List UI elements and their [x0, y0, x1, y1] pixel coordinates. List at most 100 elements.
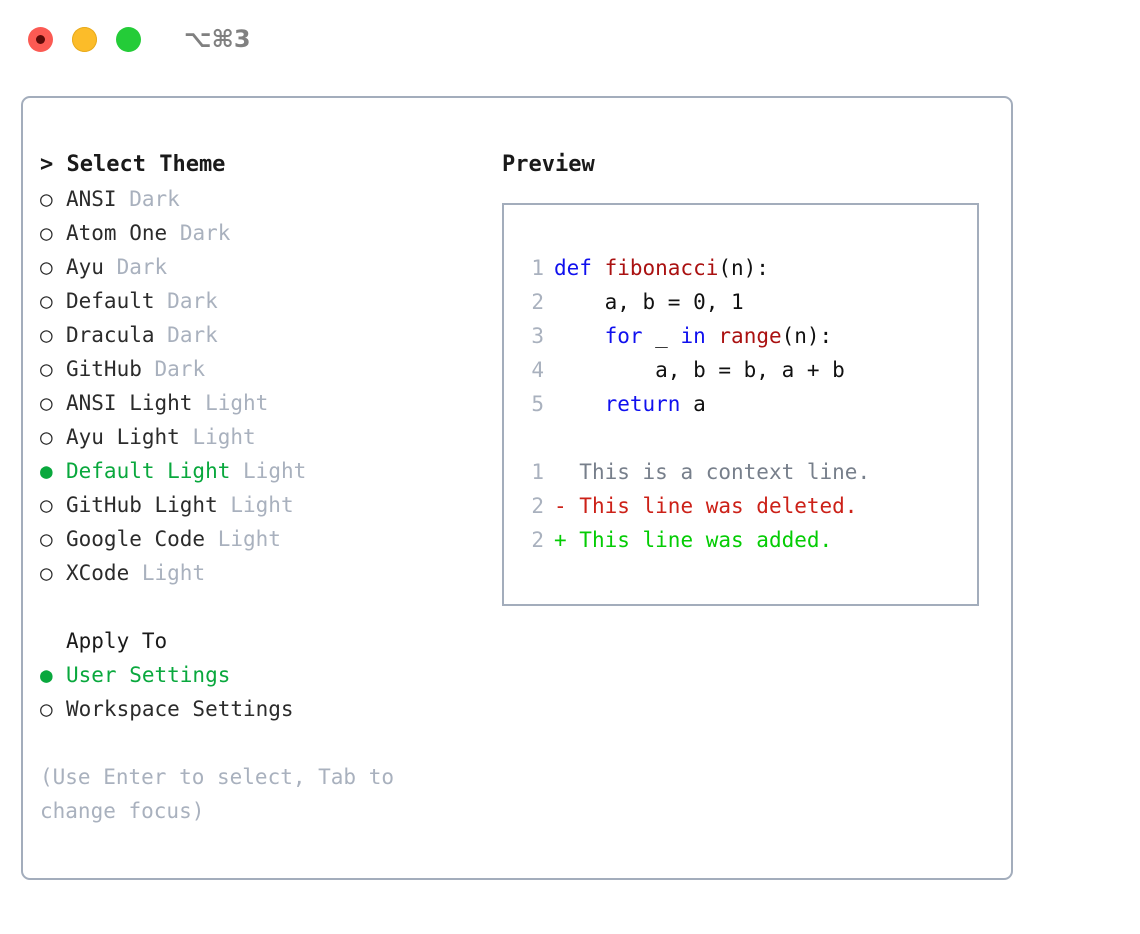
- radio-unselected-icon: ○: [40, 187, 53, 211]
- line-number: 1: [531, 256, 544, 280]
- diff-line: 2 + This line was added.: [518, 523, 971, 557]
- diff-block: 1 This is a context line.2- This line wa…: [518, 455, 971, 557]
- code-token: return: [604, 392, 681, 416]
- line-number: 4: [531, 358, 544, 382]
- close-button[interactable]: [28, 26, 53, 52]
- theme-name: Default Light: [66, 459, 231, 483]
- theme-list-heading: > Select Theme: [40, 152, 226, 177]
- line-number: 1: [531, 460, 544, 484]
- window-controls: [28, 26, 141, 52]
- code-token: _: [642, 324, 681, 348]
- theme-list-item[interactable]: ○Ayu Dark: [40, 250, 480, 284]
- theme-category-badge: Dark: [116, 255, 168, 279]
- code-token: [706, 324, 719, 348]
- line-number: 3: [531, 324, 544, 348]
- theme-list-item[interactable]: ○ANSI Dark: [40, 182, 480, 216]
- apply-to-item[interactable]: ○ Workspace Settings: [40, 692, 480, 726]
- diff-line: 2- This line was deleted.: [518, 489, 971, 523]
- diff-sign: [554, 460, 567, 484]
- preview-heading: Preview: [502, 152, 595, 177]
- window-titlebar: ⌥⌘3: [0, 0, 1140, 78]
- theme-list-item[interactable]: ●Default Light Light: [40, 454, 480, 488]
- code-token: in: [680, 324, 706, 348]
- theme-list-item[interactable]: ○ Default Dark: [40, 284, 480, 318]
- theme-name: Ayu Light: [66, 425, 180, 449]
- theme-list-item[interactable]: ○ Dracula Dark: [40, 318, 480, 352]
- minimize-button[interactable]: [72, 26, 97, 52]
- code-token: def: [554, 256, 605, 280]
- radio-unselected-icon: ○: [40, 323, 53, 347]
- theme-category-badge: Light: [205, 391, 269, 415]
- theme-list-item[interactable]: ○GitHub Light Light: [40, 488, 480, 522]
- diff-text: This line was added.: [566, 528, 833, 552]
- code-diff-gap: [518, 421, 971, 455]
- line-number: 2: [531, 494, 544, 518]
- code-token: [554, 392, 605, 416]
- diff-line: 1 This is a context line.: [518, 455, 971, 489]
- apply-to-item-label: Workspace Settings: [66, 697, 294, 721]
- theme-name: Ayu: [66, 255, 104, 279]
- theme-list-item[interactable]: ○ANSI Light Light: [40, 386, 480, 420]
- radio-unselected-icon: ○: [40, 493, 53, 517]
- code-token: for: [604, 324, 643, 348]
- radio-unselected-icon: ○: [40, 221, 53, 245]
- theme-category-badge: Dark: [154, 357, 206, 381]
- theme-name: GitHub: [66, 357, 142, 381]
- theme-category-badge: Light: [217, 527, 281, 551]
- theme-name: XCode: [66, 561, 130, 585]
- radio-unselected-icon: ○: [40, 697, 53, 721]
- theme-name: ANSI: [66, 187, 117, 211]
- theme-name: Default: [66, 289, 155, 313]
- diff-text: This is a context line.: [566, 460, 871, 484]
- theme-name: Atom One: [66, 221, 168, 245]
- code-token: [554, 324, 605, 348]
- theme-name: Dracula: [66, 323, 155, 347]
- radio-unselected-icon: ○: [40, 391, 53, 415]
- theme-list-item[interactable]: ○ Google Code Light: [40, 522, 480, 556]
- theme-list-item[interactable]: ○XCode Light: [40, 556, 480, 590]
- theme-category-badge: Dark: [167, 323, 218, 347]
- theme-category-badge: Dark: [167, 289, 218, 313]
- radio-unselected-icon: ○: [40, 527, 53, 551]
- theme-list: ○ANSI Dark○Atom One Dark○Ayu Dark○Defaul…: [40, 182, 480, 590]
- radio-selected-icon: ●: [40, 663, 53, 687]
- line-number: 2: [531, 528, 544, 552]
- code-line: 4 a, b = b, a + b: [518, 353, 971, 387]
- theme-name: Google Code: [66, 527, 206, 551]
- theme-list-item[interactable]: ○Atom One Dark: [40, 216, 480, 250]
- code-token: (n):: [781, 324, 833, 348]
- zoom-button[interactable]: [116, 26, 141, 52]
- apply-to-list: ●User Settings ○ Workspace Settings: [40, 658, 480, 726]
- apply-to-label: Apply To: [66, 629, 168, 653]
- list-spacer: [40, 590, 480, 624]
- theme-category-badge: Light: [192, 425, 256, 449]
- keyboard-shortcut-label: ⌥⌘3: [184, 25, 251, 53]
- code-token: range: [718, 324, 782, 348]
- diff-sign: +: [554, 528, 567, 552]
- line-number: 2: [531, 290, 544, 314]
- close-button-dot: [36, 34, 45, 44]
- radio-unselected-icon: ○: [40, 357, 53, 381]
- radio-unselected-icon: ○: [40, 289, 53, 313]
- line-number: 5: [531, 392, 544, 416]
- code-token: a, b = b, a + b: [554, 358, 845, 382]
- theme-picker-dialog: > Select Theme ○ANSI Dark○Atom One Dark○…: [21, 96, 1013, 880]
- theme-category-badge: Light: [230, 493, 294, 517]
- code-line: 3 for _ in range(n):: [518, 319, 971, 353]
- radio-selected-icon: ●: [40, 459, 53, 483]
- theme-list-item[interactable]: ○ GitHub Dark: [40, 352, 480, 386]
- code-token: a: [680, 392, 706, 416]
- theme-list-panel: > Select Theme ○ANSI Dark○Atom One Dark○…: [40, 148, 480, 828]
- diff-text: This line was deleted.: [566, 494, 858, 518]
- theme-list-item[interactable]: ○ Ayu Light Light: [40, 420, 480, 454]
- diff-sign: -: [554, 494, 567, 518]
- code-line: 5 return a: [518, 387, 971, 421]
- radio-unselected-icon: ○: [40, 561, 53, 585]
- keyboard-hint-text: (Use Enter to select, Tab to change focu…: [40, 765, 395, 823]
- apply-to-item[interactable]: ●User Settings: [40, 658, 480, 692]
- radio-unselected-icon: ○: [40, 425, 53, 449]
